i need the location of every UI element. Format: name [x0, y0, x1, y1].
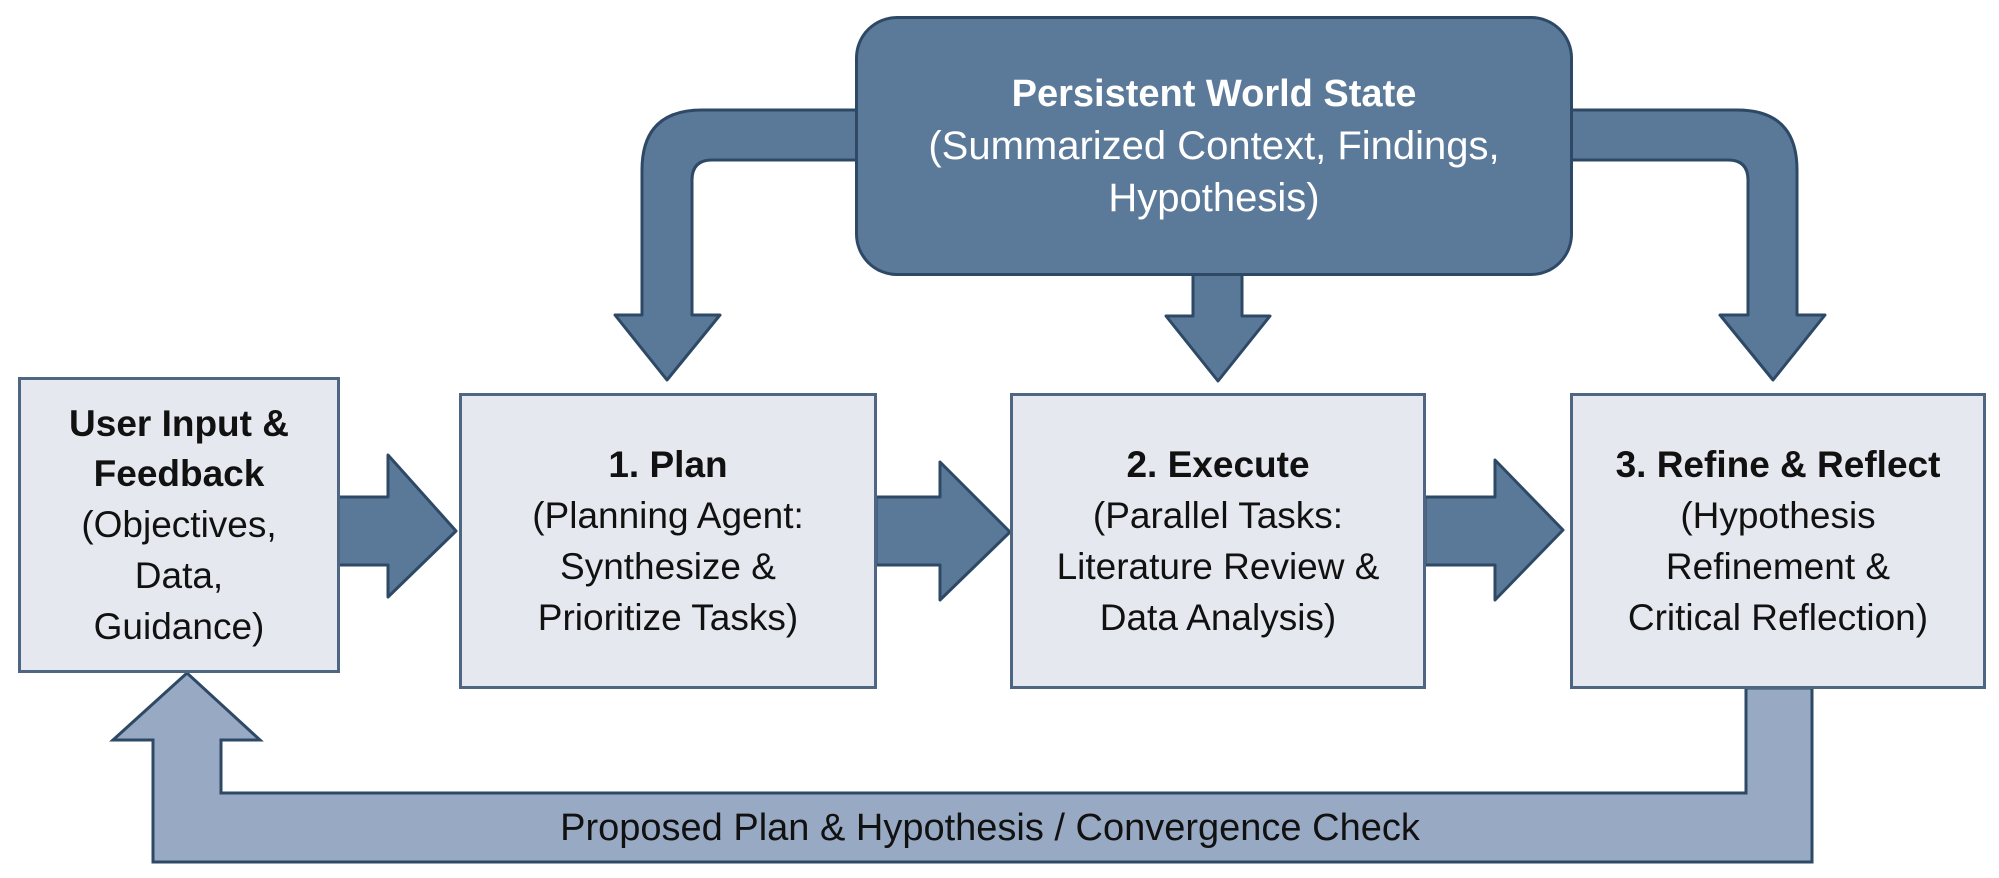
plan-desc-1: (Planning Agent:: [532, 494, 804, 536]
world-state-desc-1: (Summarized Context, Findings,: [928, 124, 1500, 168]
user-input-title-2: Feedback: [93, 452, 265, 494]
plan-title: 1. Plan: [608, 443, 728, 485]
user-input-node: User Input & Feedback (Objectives, Data,…: [18, 377, 340, 673]
execute-desc-3: Data Analysis): [1099, 596, 1337, 638]
feedback-arrow: [109, 670, 1814, 864]
persistent-world-state: Persistent World State (Summarized Conte…: [855, 16, 1573, 276]
execute-to-refine-arrow: [1423, 458, 1565, 602]
execute-node: 2. Execute (Parallel Tasks: Literature R…: [1010, 393, 1426, 689]
plan-to-execute-arrow: [874, 460, 1012, 602]
user-input-desc-2: Data,: [134, 554, 224, 596]
refine-desc-1: (Hypothesis: [1680, 494, 1876, 536]
world-state-desc-2: Hypothesis): [1108, 176, 1320, 220]
execute-desc-2: Literature Review &: [1056, 545, 1380, 587]
user-input-desc-3: Guidance): [93, 605, 265, 647]
feedback-label: Proposed Plan & Hypothesis / Convergence…: [560, 807, 1420, 849]
state-to-plan-arrow: [613, 108, 860, 382]
plan-node: 1. Plan (Planning Agent: Synthesize & Pr…: [459, 393, 877, 689]
plan-desc-2: Synthesize &: [560, 545, 776, 587]
user-input-desc-1: (Objectives,: [81, 503, 277, 545]
world-state-title: Persistent World State: [1011, 73, 1417, 115]
refine-desc-3: Critical Reflection): [1627, 596, 1929, 638]
refine-desc-2: Refinement &: [1665, 545, 1891, 587]
execute-desc-1: (Parallel Tasks:: [1092, 494, 1344, 536]
refine-node: 3. Refine & Reflect (Hypothesis Refineme…: [1570, 393, 1986, 689]
execute-title: 2. Execute: [1126, 443, 1310, 485]
user-input-title-1: User Input &: [69, 402, 289, 444]
feedback-label-container: Proposed Plan & Hypothesis / Convergence…: [160, 796, 1810, 860]
state-to-execute-arrow: [1164, 272, 1272, 383]
state-to-refine-arrow: [1568, 108, 1827, 382]
input-to-plan-arrow: [336, 453, 458, 599]
plan-desc-3: Prioritize Tasks): [537, 596, 799, 638]
refine-title: 3. Refine & Reflect: [1615, 443, 1941, 485]
